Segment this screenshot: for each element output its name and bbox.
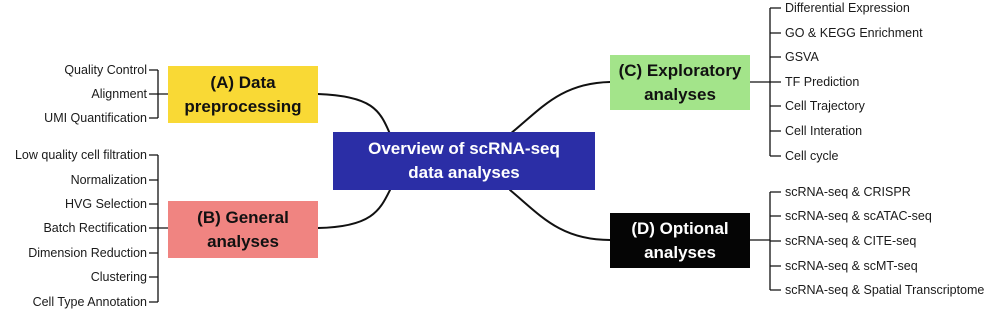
leaf-c-cell-interation: Cell Interation: [785, 124, 863, 138]
branch-b-label-line1: (B) General: [197, 207, 289, 227]
branch-d-node: (D) Optional analyses: [610, 213, 750, 268]
branch-d-label-line2: analyses: [644, 242, 716, 262]
leaf-c-cell-cycle: Cell cycle: [785, 149, 839, 163]
bracket-a: [149, 69, 168, 119]
leaf-a-alignment: Alignment: [91, 87, 147, 101]
center-label-line2: data analyses: [408, 163, 520, 182]
leaf-b-clustering: Clustering: [90, 270, 147, 284]
leaf-c-differential-expression: Differential Expression: [785, 1, 910, 15]
branch-a-label-line1: (A) Data: [210, 72, 276, 92]
connector-center-d: [509, 189, 611, 241]
leaf-b-batch-rectification: Batch Rectification: [43, 221, 147, 235]
leaf-a-umi-quantification: UMI Quantification: [44, 111, 147, 125]
leaf-b-dimension-reduction: Dimension Reduction: [28, 246, 147, 260]
connector-center-b: [317, 189, 391, 229]
leaf-a-quality-control: Quality Control: [64, 63, 147, 77]
leaf-b-hvg-selection: HVG Selection: [65, 197, 147, 211]
branch-a-label-line2: preprocessing: [184, 96, 302, 116]
connector-center-c: [509, 81, 611, 135]
leaf-b-low-quality-cell-filtration: Low quality cell filtration: [14, 148, 147, 162]
connector-center-a: [317, 93, 391, 135]
leaf-c-gsva: GSVA: [785, 50, 819, 64]
branch-c-label-line1: (C) Exploratory: [618, 60, 742, 80]
leaf-c-go-kegg-enrichment: GO & KEGG Enrichment: [785, 26, 923, 40]
branch-b-node: (B) General analyses: [168, 201, 318, 258]
leaf-d-scatac-seq: scRNA-seq & scATAC-seq: [785, 209, 932, 223]
branch-c-node: (C) Exploratory analyses: [610, 55, 750, 110]
leaf-c-tf-prediction: TF Prediction: [785, 75, 860, 89]
branch-c-label-line2: analyses: [644, 84, 716, 104]
leaf-c-cell-trajectory: Cell Trajectory: [785, 99, 865, 113]
bracket-b: [149, 154, 168, 303]
leaf-d-crispr: scRNA-seq & CRISPR: [785, 185, 911, 199]
leaf-d-spatial-transcriptome: scRNA-seq & Spatial Transcriptome: [785, 283, 985, 297]
bracket-c: [750, 7, 781, 157]
center-label-line1: Overview of scRNA-seq: [368, 139, 560, 158]
bracket-d: [750, 191, 781, 291]
branch-a-node: (A) Data preprocessing: [168, 66, 318, 123]
branch-d-label-line1: (D) Optional: [631, 218, 729, 238]
leaf-d-cite-seq: scRNA-seq & CITE-seq: [785, 234, 917, 248]
leaf-b-normalization: Normalization: [70, 173, 147, 187]
branch-b-label-line2: analyses: [207, 231, 279, 251]
center-node: Overview of scRNA-seq data analyses: [333, 132, 595, 190]
leaf-b-cell-type-annotation: Cell Type Annotation: [32, 295, 147, 309]
leaf-d-scmt-seq: scRNA-seq & scMT-seq: [785, 259, 918, 273]
